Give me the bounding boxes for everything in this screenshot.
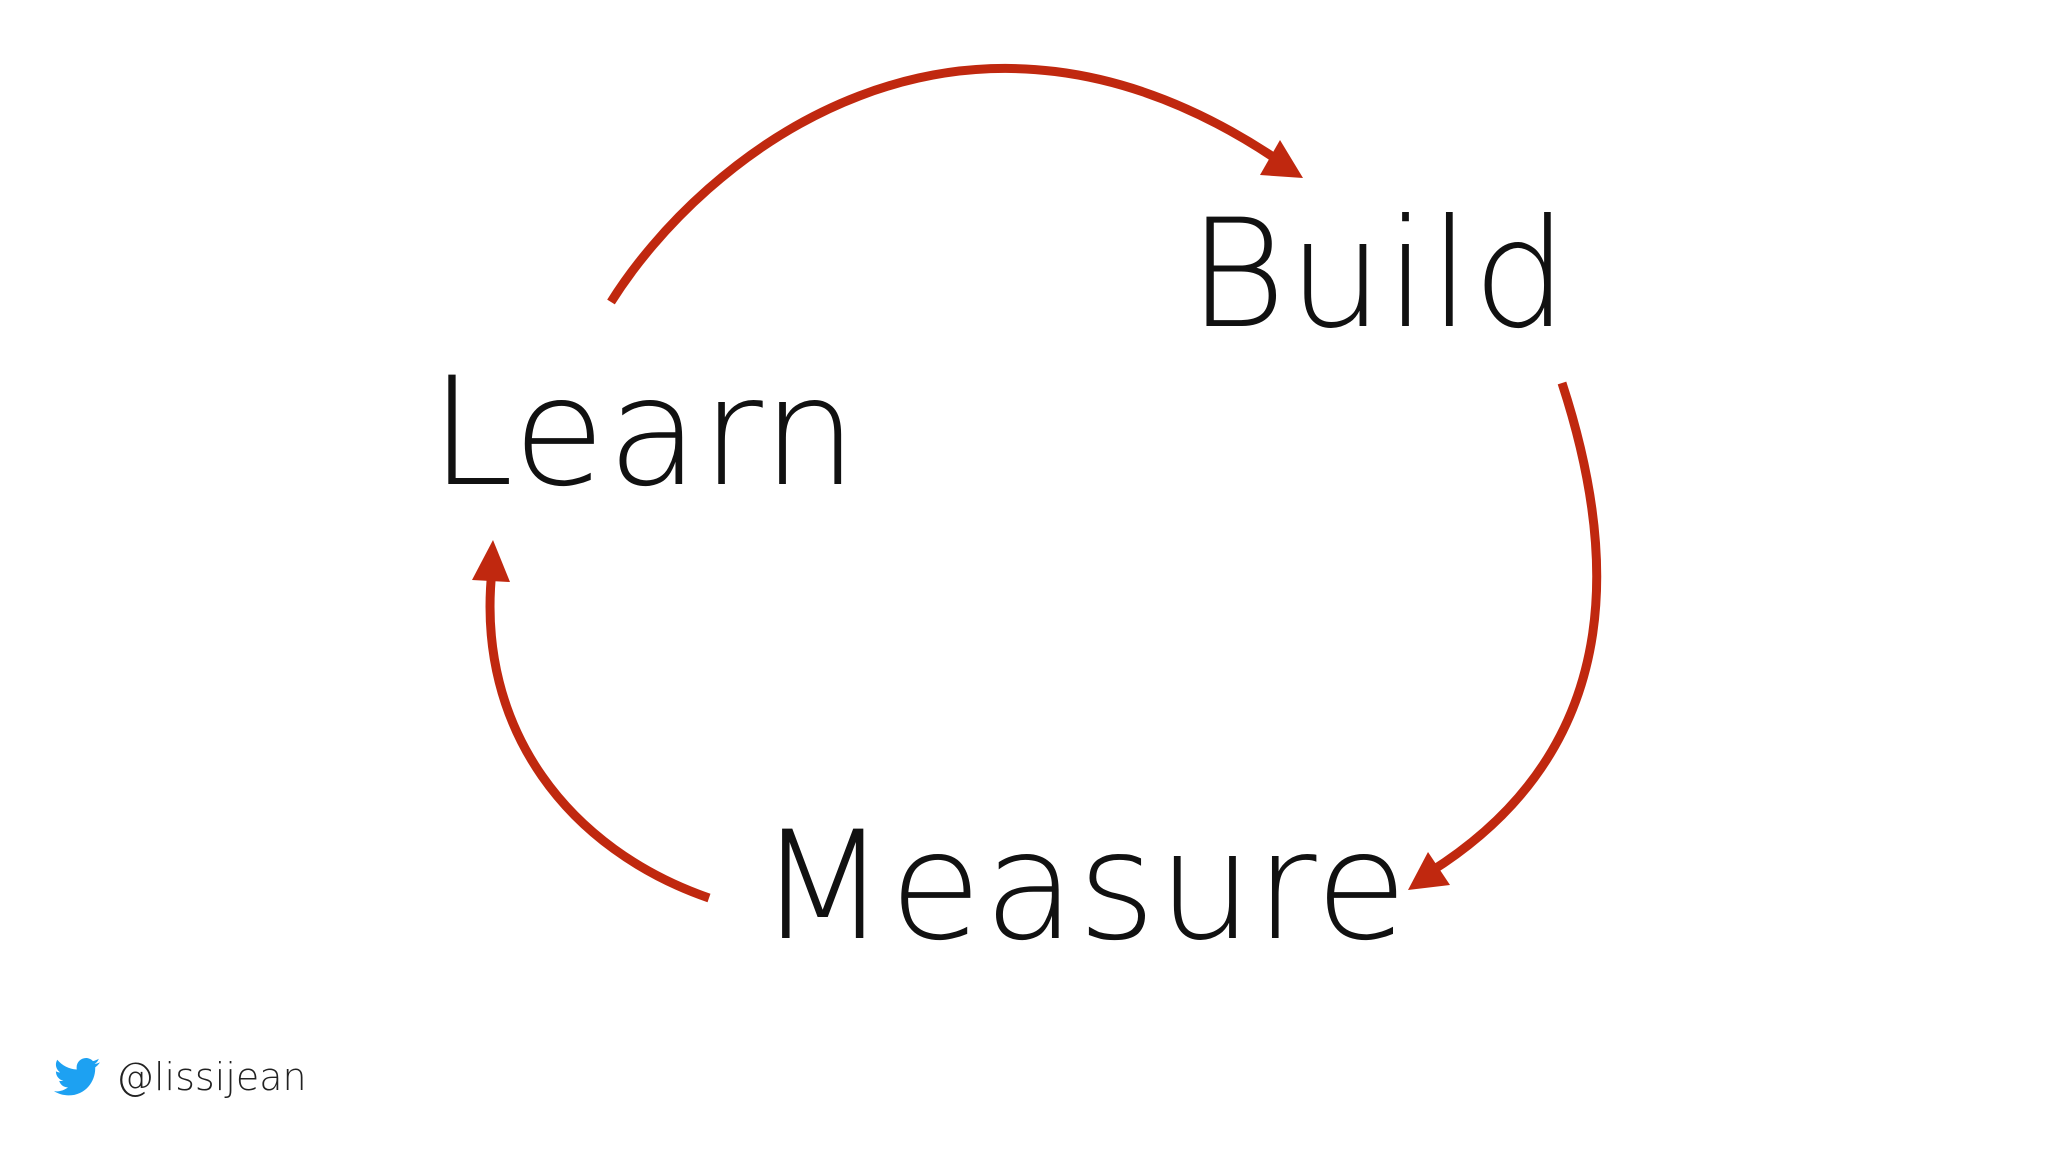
node-build: Build <box>1188 188 1570 362</box>
arrowhead-learn <box>472 540 510 582</box>
arrowhead-build <box>1260 140 1303 178</box>
arrow-measure-to-learn <box>485 569 711 903</box>
twitter-handle[interactable]: @lissijean <box>116 1055 307 1099</box>
node-learn: Learn <box>430 346 860 520</box>
arrowhead-measure <box>1408 852 1450 890</box>
twitter-bird-icon[interactable] <box>54 1057 100 1097</box>
arrow-build-to-measure <box>1427 381 1602 876</box>
footer: @lissijean <box>54 1052 307 1102</box>
node-measure: Measure <box>758 800 1410 974</box>
arrow-learn-to-build <box>607 64 1288 305</box>
